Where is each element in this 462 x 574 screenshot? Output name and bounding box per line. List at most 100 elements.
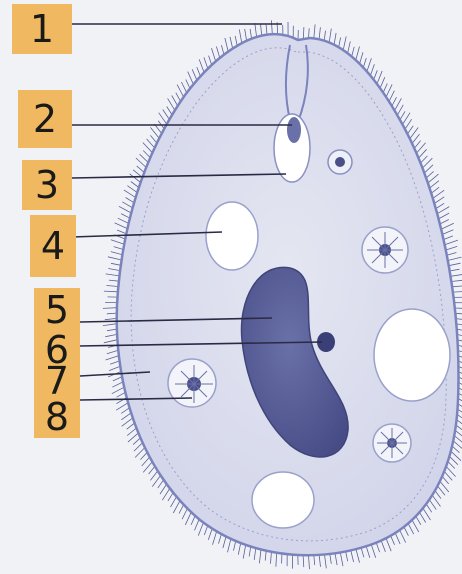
cilium <box>109 366 120 370</box>
label-1: 1 <box>12 4 72 54</box>
cilium <box>445 240 458 245</box>
cilium <box>346 552 348 562</box>
cilium <box>185 512 191 525</box>
cilium <box>195 519 200 530</box>
cilium <box>309 555 310 569</box>
cilium <box>254 548 256 560</box>
cilium <box>107 329 117 331</box>
contractile-vacuole-8 <box>168 359 216 407</box>
cilium <box>433 190 444 198</box>
label-3: 3 <box>22 160 72 210</box>
vacuole-4 <box>206 202 258 270</box>
cilium <box>124 190 136 198</box>
cilium <box>152 475 160 486</box>
cilium <box>134 443 143 451</box>
cilium <box>212 48 216 61</box>
cilium <box>223 536 226 548</box>
cilium <box>430 181 439 189</box>
cilium <box>176 93 181 102</box>
cilium <box>117 392 126 397</box>
cilium <box>116 403 128 411</box>
cilium <box>104 291 118 292</box>
cilium <box>314 555 315 565</box>
cilium <box>168 98 175 110</box>
cilium <box>109 280 119 281</box>
cilium <box>380 77 385 88</box>
cilium <box>426 171 434 178</box>
label-4: 4 <box>30 215 76 277</box>
cilium <box>377 71 382 84</box>
cilium <box>121 214 130 219</box>
cilium <box>419 149 427 158</box>
cilium <box>325 555 327 569</box>
contractile-vacuole-top <box>328 150 352 174</box>
cilium <box>140 452 147 459</box>
cilium <box>104 340 118 343</box>
cilium <box>356 549 360 563</box>
label-7: 7 <box>34 366 80 396</box>
cilium <box>367 58 372 71</box>
cilium <box>416 516 421 525</box>
cilium <box>173 501 180 513</box>
cilium <box>204 526 207 535</box>
cilium <box>405 119 412 129</box>
cilium <box>366 546 370 558</box>
cilium <box>114 247 124 250</box>
cilium <box>111 263 121 265</box>
cilium <box>441 223 454 229</box>
cilium <box>381 541 385 552</box>
cilium <box>435 491 441 499</box>
cilium <box>105 318 117 319</box>
cilium <box>127 186 137 193</box>
cilium <box>371 545 375 558</box>
cilium <box>423 508 431 520</box>
cilium <box>335 553 337 565</box>
cilium <box>127 423 135 429</box>
cytostome <box>287 117 301 143</box>
cilium <box>376 543 379 552</box>
cilium <box>250 29 252 39</box>
cilium <box>213 531 217 544</box>
cilium <box>265 551 266 561</box>
cilium <box>412 134 419 143</box>
cilium <box>451 274 462 276</box>
cilium <box>192 69 197 80</box>
cilium <box>140 154 149 162</box>
cilium <box>334 33 336 45</box>
cilium <box>179 505 184 514</box>
cilium <box>245 29 247 41</box>
cilium <box>395 533 400 544</box>
cilium <box>150 135 157 143</box>
cilium <box>117 230 126 234</box>
label-5: 5 <box>34 288 80 332</box>
cilium <box>431 187 439 193</box>
cilium <box>361 548 364 558</box>
cilium <box>221 45 224 55</box>
cilium <box>150 471 157 481</box>
cilium <box>119 206 131 213</box>
cilium <box>426 504 432 512</box>
cilium <box>230 37 233 49</box>
cilium <box>235 36 237 46</box>
cilium <box>446 246 457 250</box>
cilium <box>389 91 394 102</box>
cilium <box>434 197 444 204</box>
cilium <box>374 70 378 79</box>
cilium <box>440 220 449 225</box>
cilium <box>386 84 392 97</box>
cilium <box>239 29 242 43</box>
cilium <box>110 361 119 364</box>
cilium <box>142 457 150 466</box>
cilium <box>309 28 310 38</box>
cilium <box>424 165 433 173</box>
cilium <box>191 516 195 525</box>
cilium <box>122 202 132 208</box>
cilium <box>106 356 119 360</box>
cilium <box>216 47 219 59</box>
cilium <box>182 509 187 520</box>
cilium <box>452 286 462 287</box>
cilium <box>383 84 387 93</box>
cilium <box>421 156 428 163</box>
cilium <box>370 64 374 75</box>
cilium <box>330 554 332 564</box>
